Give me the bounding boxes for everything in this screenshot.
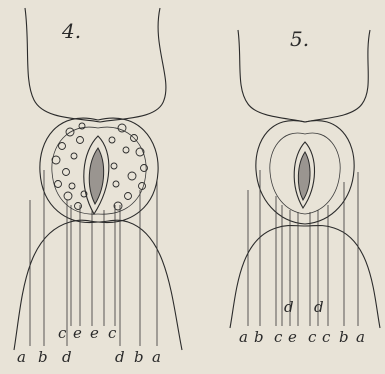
label-b: b (134, 348, 144, 366)
label-e: e (73, 324, 82, 342)
label-e: e (288, 328, 297, 346)
label-b: b (38, 348, 48, 366)
figure-5-number: 5. (290, 27, 309, 51)
label-a: a (239, 328, 248, 346)
label-a: a (152, 348, 161, 366)
guard-cell-right (305, 121, 354, 224)
guard-cell-left (256, 121, 305, 224)
label-e: e (90, 324, 99, 342)
upper-cell-outline (25, 8, 166, 122)
label-c: c (58, 324, 67, 342)
figure-4-number: 4. (61, 19, 81, 43)
label-c: c (108, 324, 117, 342)
label-c: c (274, 328, 283, 346)
stoma-pore (298, 152, 310, 200)
label-a: a (356, 328, 365, 346)
label-c: c (308, 328, 317, 346)
label-b: b (339, 328, 349, 346)
guard-cell-inner-right (98, 127, 146, 214)
label-a: a (17, 348, 26, 366)
label-b: b (254, 328, 264, 346)
label-d: d (284, 298, 294, 316)
label-d: d (62, 348, 72, 366)
figure-5: 5. d d a b c (230, 27, 380, 346)
figure-4: 4. (14, 8, 182, 366)
lower-cell-outline (230, 226, 380, 329)
label-d: d (314, 298, 324, 316)
label-d: d (115, 348, 125, 366)
label-c: c (322, 328, 331, 346)
stoma-pore (89, 148, 103, 204)
